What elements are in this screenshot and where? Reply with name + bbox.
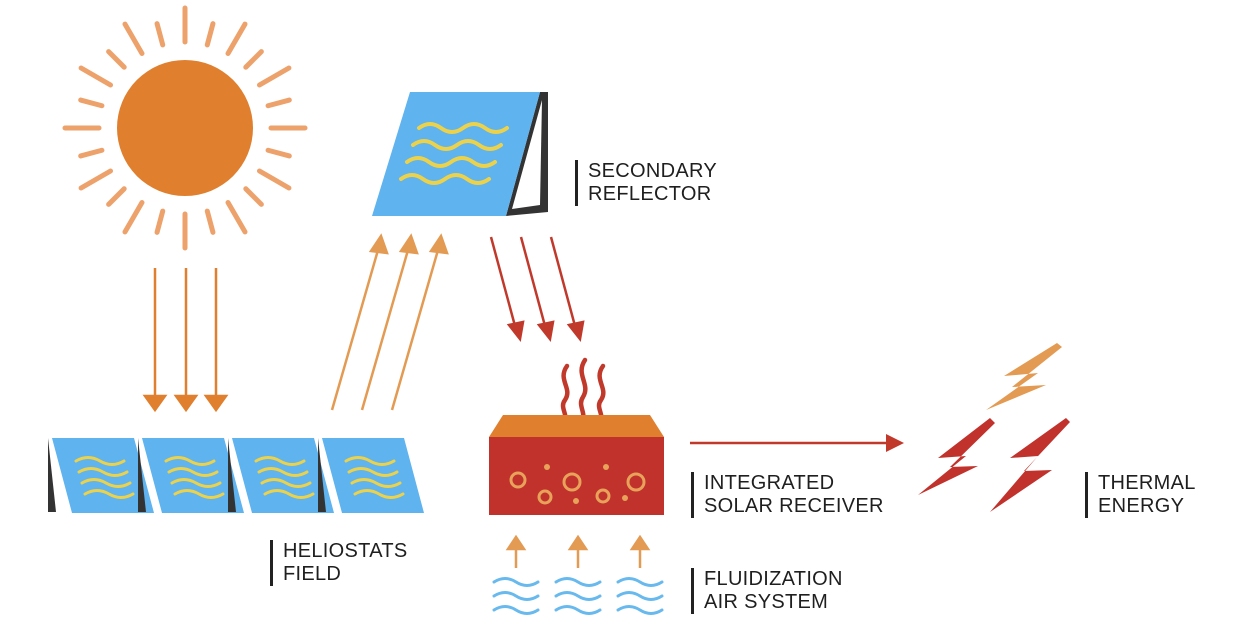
incoming-sunlight-arrows <box>142 268 229 413</box>
sun-ray <box>225 21 248 57</box>
sun-arrowhead-2 <box>173 394 199 413</box>
secondary-reflector-icon <box>372 92 548 216</box>
reflected-arrowhead-1 <box>368 233 389 255</box>
receiver-dots <box>544 464 628 504</box>
integrated-solar-receiver-label: INTEGRATED SOLAR RECEIVER <box>691 472 884 518</box>
lightning-icon <box>918 343 1070 512</box>
sun-ray <box>225 199 248 235</box>
concentrated-arrowhead-1 <box>506 320 525 342</box>
integrated-solar-receiver-label-line-1: INTEGRATED <box>704 472 835 494</box>
concentrated-arrowhead-3 <box>566 320 585 342</box>
lightning-bolt-left <box>918 418 995 495</box>
lightning-bolt-top <box>986 343 1062 410</box>
solar-receiver-icon <box>489 415 664 515</box>
concentrated-arrow-1 <box>489 236 517 327</box>
sun-icon <box>62 5 308 251</box>
sun-ray <box>78 97 105 109</box>
thermal-energy-label-line-1: THERMAL <box>1098 472 1196 494</box>
concentrated-arrow-2 <box>519 236 547 327</box>
fluidization-air-system-label-line-2: AIR SYSTEM <box>704 591 829 613</box>
heliostat-panel-icon <box>318 438 424 513</box>
sun-arrowhead-1 <box>142 394 168 413</box>
sun-ray <box>204 208 216 235</box>
heliostats-field-label-line-1: HELIOSTATS <box>283 540 408 562</box>
reflector-mirror <box>372 92 540 216</box>
air-wave-icon <box>492 577 664 615</box>
sun-ray <box>122 199 145 235</box>
receiver-top <box>489 415 664 437</box>
sun-ray <box>122 21 145 57</box>
sun-ray <box>106 186 127 207</box>
heliostats-field-label-line-2: FIELD <box>283 563 342 585</box>
sun-ray <box>154 208 166 235</box>
secondary-reflector-label-line-2: REFLECTOR <box>588 183 712 205</box>
reflected-arrow-1 <box>330 249 380 411</box>
heliostats-field <box>48 438 424 513</box>
fluidization-air-system-label: FLUIDIZATION AIR SYSTEM <box>691 568 843 614</box>
flame-2 <box>578 357 588 427</box>
heliostat-panel-icon <box>228 438 334 513</box>
sun-ray <box>78 168 114 191</box>
sun-ray <box>243 49 264 70</box>
thermal-energy-label: THERMAL ENERGY <box>1085 472 1196 518</box>
sun-ray <box>78 147 105 159</box>
sun-ray <box>256 168 292 191</box>
sun-ray <box>256 65 292 88</box>
sun-ray <box>204 21 216 48</box>
concentrated-arrow-3 <box>549 236 577 327</box>
sun-ray <box>243 186 264 207</box>
reflected-arrowhead-2 <box>398 233 419 255</box>
reflected-sunlight-arrows <box>330 233 449 411</box>
sun-ray <box>265 97 292 109</box>
sun-arrowhead-3 <box>203 394 229 413</box>
sun-ray <box>265 147 292 159</box>
heliostat-panel-icon <box>138 438 244 513</box>
sun-ray <box>106 49 127 70</box>
reflected-arrow-2 <box>360 249 410 411</box>
thermal-energy-label-line-2: ENERGY <box>1098 495 1185 517</box>
reflected-arrowhead-3 <box>428 233 449 255</box>
sun-disc <box>117 60 253 196</box>
concentrated-light-arrows <box>489 236 585 342</box>
heliostat-panel-icon <box>48 438 154 513</box>
concentrated-arrowhead-2 <box>536 320 555 342</box>
sun-rays <box>62 5 308 251</box>
receiver-bubbles <box>509 471 646 505</box>
heat-flames <box>560 357 606 427</box>
reflector-waves <box>399 122 509 185</box>
sun-ray <box>78 65 114 88</box>
lightning-bolt-right <box>990 418 1070 512</box>
reflected-arrow-3 <box>390 249 440 411</box>
sun-ray <box>154 21 166 48</box>
integrated-solar-receiver-label-line-2: SOLAR RECEIVER <box>704 495 884 517</box>
secondary-reflector-label-line-1: SECONDARY <box>588 160 718 182</box>
secondary-reflector-label: SECONDARY REFLECTOR <box>575 160 717 206</box>
energy-output-arrow <box>690 434 904 452</box>
heliostats-field-label: HELIOSTATS FIELD <box>270 540 408 586</box>
fluidization-air-system-label-line-1: FLUIDIZATION <box>704 568 843 590</box>
air-up-arrows <box>505 534 651 568</box>
